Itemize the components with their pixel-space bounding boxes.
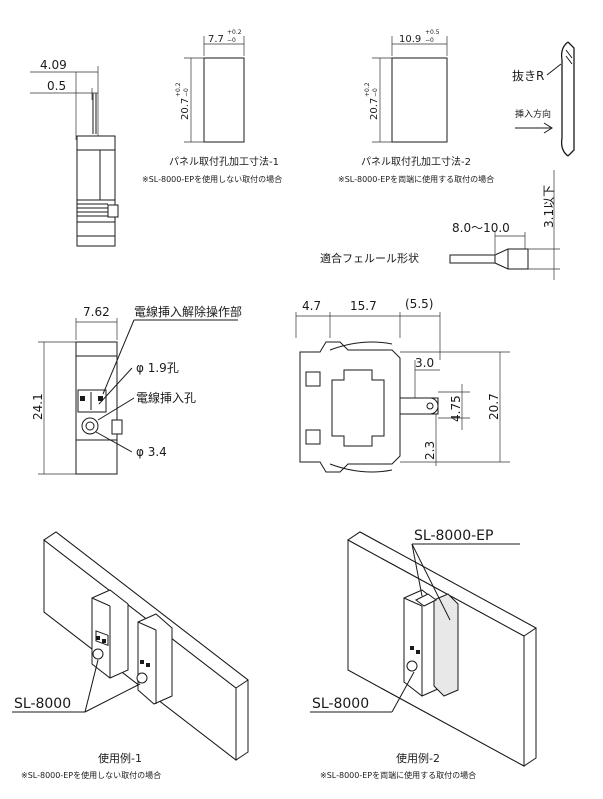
top-dim-b: 15.7 [350,299,377,313]
cutout2-height: 20.7 [369,98,380,120]
ferrule-diameter: 3.1以下 [542,185,556,228]
edge-radius-label: 抜きR [512,69,544,83]
top-dim-c: (5.5) [405,297,433,311]
cutout2-height-tol-lower: −0 [372,88,379,97]
front-dim-height: 24.1 [31,393,45,420]
front-view: 7.62 24.1 電線挿入解除操作部 φ 1.9孔 電線挿入孔 φ 3.4 [31,304,242,475]
ferrule-label: 適合フェルール形状 [320,251,419,265]
top-dim-d: 3.0 [415,356,434,370]
example-2: SL-8000-EP SL-8000 使用例-2 ※SL-8000-EPを両端に… [310,528,537,780]
example-1: SL-8000 使用例-1 ※SL-8000-EPを使用しない取付の場合 [12,531,249,780]
cutout2-title: パネル取付孔加工寸法-2 [361,155,471,168]
panel-cutout-2: 10.9 +0.5 −0 20.7 +0.2 −0 パネル取付孔加工寸法-2 ※… [338,29,494,184]
cutout1-note: ※SL-8000-EPを使用しない取付の場合 [142,174,282,184]
cutout1-height: 20.7 [180,98,191,120]
edge-direction-label: 挿入方向 [515,108,551,120]
ex1-note: ※SL-8000-EPを使用しない取付の場合 [21,770,161,780]
cutout2-width-tol-upper: +0.5 [425,29,440,36]
panel-cutout-1: 7.7 +0.2 −0 20.7 +0.2 −0 パネル取付孔加工寸法-1 ※S… [142,29,282,184]
ex2-part-label-ep: SL-8000-EP [414,528,493,544]
edge-detail: 抜きR 挿入方向 [512,41,575,157]
ex2-part-label: SL-8000 [312,696,369,712]
top-dim-g: 2.3 [423,441,437,460]
cutout1-width-tol-lower: −0 [227,37,236,44]
dim-side-overall: 4.09 [40,58,67,72]
cutout1-title: パネル取付孔加工寸法-1 [169,155,279,168]
dim-side-pin: 0.5 [47,79,66,93]
front-label-release: 電線挿入解除操作部 [134,304,242,319]
arrow-head-icon [543,122,553,134]
top-dim-a: 4.7 [302,299,321,313]
ex2-title: 使用例-2 [396,751,440,765]
ex1-title: 使用例-1 [98,751,142,765]
cutout2-height-tol-upper: +0.2 [364,82,371,97]
front-dim-width: 7.62 [83,305,110,319]
front-label-insert: 電線挿入孔 [136,390,196,405]
cutout1-height-tol-lower: −0 [183,88,190,97]
top-dim-e: 4.75 [449,395,463,422]
top-dim-f: 20.7 [487,393,501,420]
ferrule: 8.0～10.0 3.1以下 適合フェルール形状 [320,170,560,280]
ex2-note: ※SL-8000-EPを両端に使用する取付の場合 [320,770,476,780]
cutout2-width-tol-lower: −0 [425,37,434,44]
cutout2-note: ※SL-8000-EPを両端に使用する取付の場合 [338,174,494,184]
side-view: 4.09 0.5 [30,58,119,247]
ferrule-length: 8.0～10.0 [452,221,510,235]
cutout1-width: 7.7 [208,34,224,45]
cutout1-width-tol-upper: +0.2 [227,29,242,36]
top-view: 4.7 15.7 (5.5) 20.7 4.75 3.0 [295,297,510,473]
ex1-part-label: SL-8000 [14,696,71,712]
cutout1-height-tol-upper: +0.2 [175,82,182,97]
front-label-hole-small: φ 1.9孔 [136,361,179,375]
cutout2-width: 10.9 [399,34,421,45]
front-label-hole-large: φ 3.4 [136,445,167,459]
